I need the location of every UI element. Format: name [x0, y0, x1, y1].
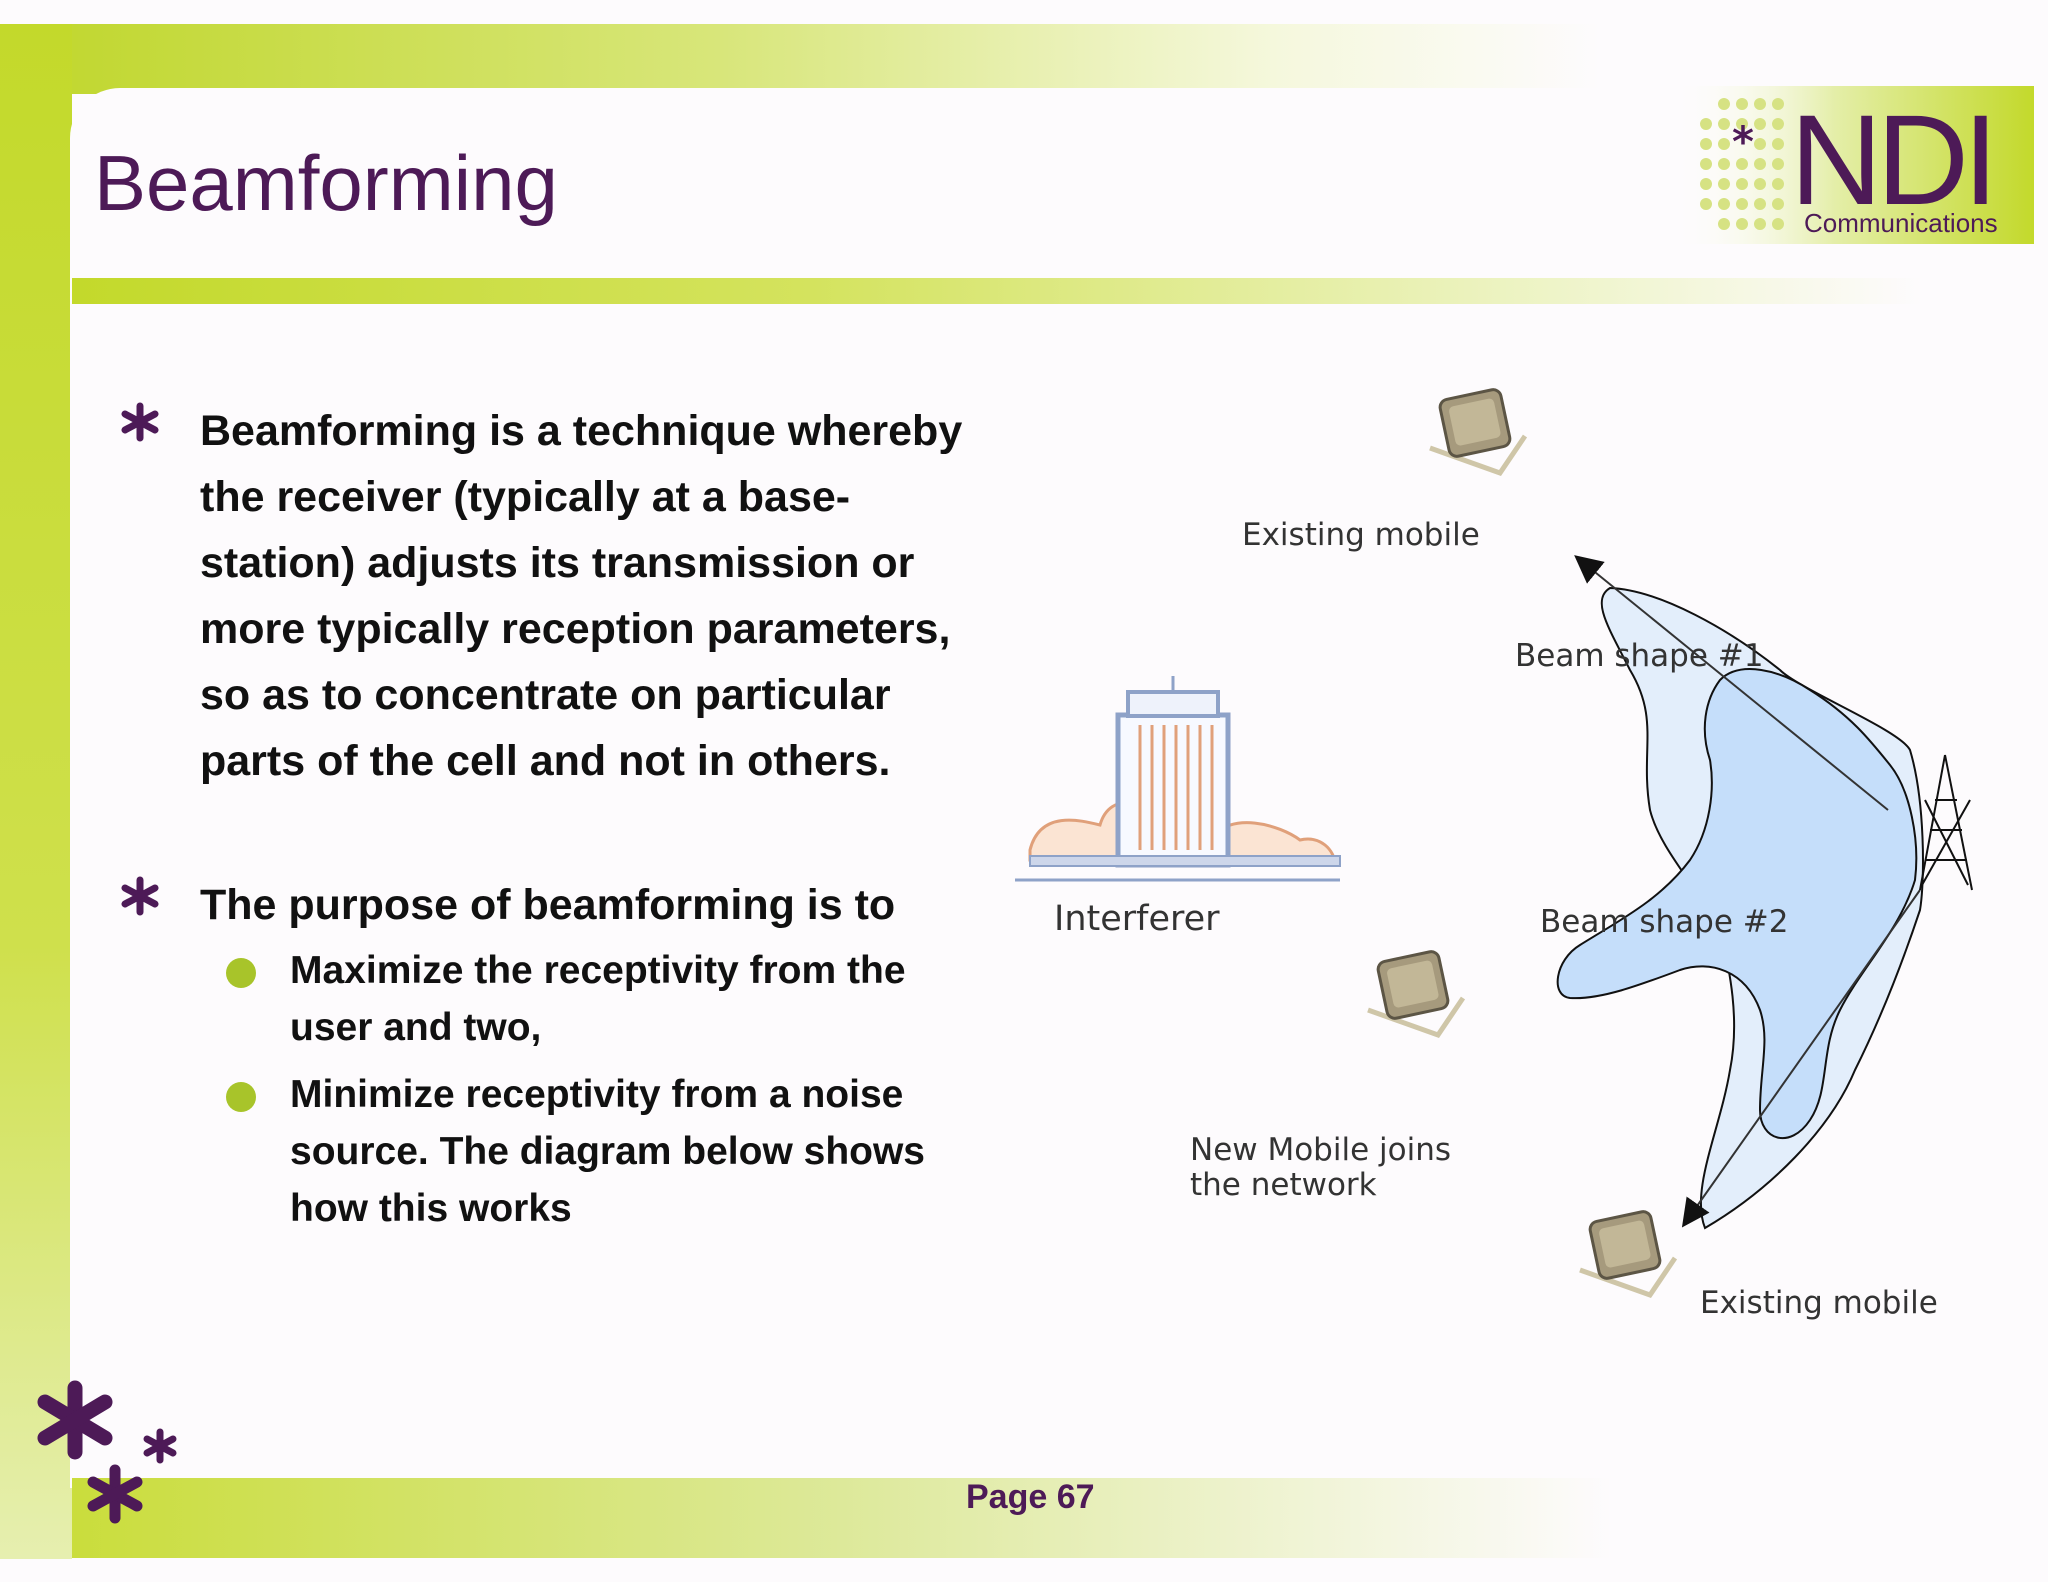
- beamforming-diagram: Existing mobile Beam shape #1 Interferer…: [1015, 370, 1973, 1321]
- mobile-device-icon: [1368, 950, 1463, 1035]
- bullet-2-text: The purpose of beamforming is to: [200, 881, 896, 929]
- logo-dot-grid: [1700, 98, 1784, 230]
- label-new-mobile-line2: the network: [1190, 1167, 1377, 1203]
- beam-arrow-up: [1574, 555, 1889, 811]
- sub-bullet-1-text: Maximize the receptivity from the user a…: [290, 949, 906, 1049]
- asterisk-bullet-icon: [121, 402, 159, 442]
- mobile-device-icon: [1430, 388, 1525, 473]
- green-dot-bullet-icon: [226, 958, 256, 988]
- label-beam-shape-1: Beam shape #1: [1515, 638, 1763, 674]
- slide-title: Beamforming: [94, 139, 558, 227]
- bullet-1: Beamforming is a technique whereby the r…: [120, 398, 980, 794]
- sub-bullet-1: Maximize the receptivity from the user a…: [120, 942, 980, 1056]
- label-interferer: Interferer: [1054, 899, 1220, 939]
- title-underline-bar: [72, 278, 1922, 304]
- building-icon: [1015, 676, 1341, 882]
- page-number: Page 67: [966, 1478, 1095, 1516]
- bottom-accent-band: [72, 1478, 1612, 1558]
- beam-arrow-down: [1681, 889, 1921, 1228]
- label-existing-mobile-top: Existing mobile: [1242, 517, 1480, 553]
- logo-brand: NDI: [1790, 89, 1992, 232]
- mobile-device-icon: [1580, 1210, 1675, 1295]
- asterisk-bullet-icon: [121, 876, 159, 916]
- top-accent-band: [0, 24, 1600, 94]
- bullet-2: The purpose of beamforming is to: [120, 872, 980, 938]
- label-beam-shape-2: Beam shape #2: [1540, 904, 1788, 940]
- label-new-mobile-line1: New Mobile joins: [1190, 1132, 1451, 1168]
- green-dot-bullet-icon: [226, 1082, 256, 1112]
- logo-tagline: Communications: [1804, 208, 1998, 238]
- label-existing-mobile-bottom: Existing mobile: [1700, 1285, 1938, 1321]
- sub-bullet-2-text: Minimize receptivity from a noise source…: [290, 1073, 925, 1230]
- sub-bullet-2: Minimize receptivity from a noise source…: [120, 1066, 980, 1237]
- svg-text:*: *: [1732, 117, 1754, 166]
- corner-asterisks-decoration: [37, 1380, 177, 1524]
- slide-body: Beamforming is a technique whereby the r…: [120, 398, 980, 1237]
- ndi-logo: * NDI Communications: [1672, 86, 2034, 244]
- tower-icon: [1919, 754, 1973, 891]
- left-accent-band: [0, 24, 72, 1559]
- bullet-1-text: Beamforming is a technique whereby the r…: [200, 407, 963, 785]
